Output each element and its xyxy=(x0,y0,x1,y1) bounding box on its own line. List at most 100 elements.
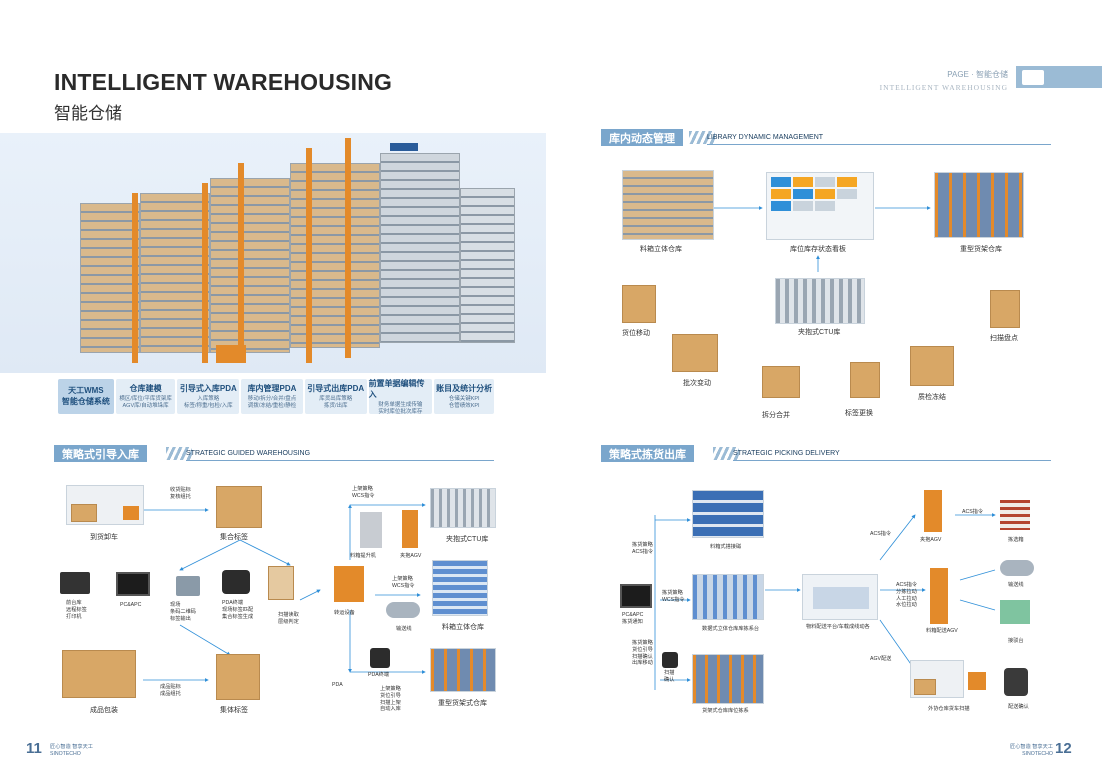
agv2-image xyxy=(930,568,948,624)
label-product: 成品包装 xyxy=(90,707,118,714)
label-relabel: 标签更换 xyxy=(845,410,873,417)
label-batch: 批次变动 xyxy=(683,380,711,387)
worker-scan-image xyxy=(268,566,294,600)
section-inbound-cn: 策略式引导入库 xyxy=(54,445,147,462)
label-pcapc: PC&APC xyxy=(120,602,142,608)
split-image xyxy=(762,366,800,398)
wms-system: 天工WMS 智能仓储系统 xyxy=(58,379,114,414)
label-shelf: 料箱式搭接磁 xyxy=(710,544,742,550)
note-up1: 上架策略 WCS指令 xyxy=(352,486,375,499)
section-library-cn: 库内动态管理 xyxy=(601,129,683,146)
shelf2-image xyxy=(1000,500,1030,530)
wms-module: 引导式出库PDA 库货出库策略 拣货/出库 xyxy=(304,379,367,414)
forklift-icon xyxy=(968,672,986,690)
module-sub: 移动/拆分/合并/盘点 调拨/冻结/重检/静检 xyxy=(247,396,297,409)
shelf-image xyxy=(692,490,764,538)
label-collect: 集合标签 xyxy=(220,534,248,541)
label-pc-notice: PC&APC 拣货通知 xyxy=(622,612,644,625)
note-product: 成品贴标 成品组托 xyxy=(160,684,181,697)
section-inbound-en: STRATEGIC GUIDED WAREHOUSING xyxy=(186,450,311,457)
wms-module: 库内管理PDA 移动/拆分/合并/盘点 调拨/冻结/重检/静检 xyxy=(241,379,303,414)
belt-image xyxy=(1000,560,1034,576)
header-tab xyxy=(1016,66,1102,88)
label-lifter: 料箱提升机 xyxy=(350,553,376,559)
outsource-truck-image xyxy=(910,660,964,698)
wms-module: 账目及统计分析仓储关键KPI 仓管绩效KPI xyxy=(434,379,494,414)
footer-right-text: 匠心智造 智享天工 SINOTECHO xyxy=(1010,744,1053,757)
pc-monitor-icon xyxy=(620,584,652,608)
note-scan: 扫描读取 层级判定 xyxy=(278,612,299,625)
module-sub: 财务单据生成传输 实时库位批次库存 xyxy=(378,401,423,415)
scan-image xyxy=(990,290,1020,328)
module-title: 账目及统计分析 xyxy=(436,384,493,394)
center-platform-image xyxy=(802,574,878,620)
ctu-warehouse-image xyxy=(430,488,496,528)
note-print: 现场 条码二维码 标签输出 xyxy=(170,602,196,622)
collect-pallet-image xyxy=(216,486,262,528)
status-board-image xyxy=(766,172,874,240)
agv-image xyxy=(402,510,418,548)
product-package-image xyxy=(62,650,136,698)
label-rack-warehouse: 料箱立体仓库 xyxy=(640,246,682,253)
note-pda2: 上架策略 货位引导 扫描上架 自动入库 xyxy=(380,686,401,713)
footer-left-text: 匠心智造 智享天工 SINOTECHO xyxy=(50,744,93,757)
page-label-cn: PAGE · 智能仓储 xyxy=(947,70,1008,79)
module-title: 库内管理PDA xyxy=(247,384,297,394)
module-title: 引导式入库PDA xyxy=(179,384,237,394)
section-library-en: LIBRARY DYNAMIC MANAGEMENT xyxy=(707,134,824,141)
label-agv-send: AGV配送 xyxy=(870,656,892,662)
page-number-right: 12 xyxy=(1055,740,1072,757)
label-pda-terminal: PDA终端 xyxy=(368,672,390,678)
scan-device-icon xyxy=(662,652,678,668)
module-sub: 仓储关键KPI 仓管绩效KPI xyxy=(448,396,480,409)
section-picking: 策略式拣货出库 STRATEGIC PICKING DELIVERY xyxy=(601,445,1051,462)
note-up2: 上架策略 WCS指令 xyxy=(392,576,415,589)
label-status-board: 库位库存状态看板 xyxy=(790,246,846,253)
boxes-move-image xyxy=(622,285,656,323)
warehouse-icon xyxy=(1022,70,1044,85)
printer-icon xyxy=(60,572,90,594)
module-sub: 横区/库位/平库货架库 AGV库/自动堆垛库 xyxy=(119,396,172,409)
box-warehouse-image xyxy=(432,560,488,616)
pda-icon xyxy=(222,570,250,594)
rack-warehouse-image xyxy=(622,170,714,240)
label-agv2: 料箱配送AGV xyxy=(926,628,958,634)
module-title: 前置单据编辑传入 xyxy=(368,378,425,399)
label-confirm: 配送确认 xyxy=(1008,704,1029,710)
wms-system-label: 天工WMS 智能仓储系统 xyxy=(61,386,110,406)
note-gather: 收货贴标 复核组托 xyxy=(170,487,191,500)
note-acs3: ACS指令 分拣拉动 人工拉动 水位拉动 xyxy=(896,582,918,609)
lifter-image xyxy=(360,512,382,548)
label-heavy-warehouse: 重型货架仓库 xyxy=(960,246,1002,253)
label-retrieve: 数据式立体仓库库拣系台 xyxy=(702,626,760,632)
page-label: PAGE · 智能仓储 INTELLIGENT WAREHOUSING xyxy=(880,69,1008,92)
heavy-warehouse-image xyxy=(430,648,496,692)
transfer-device-image xyxy=(334,566,364,602)
label-outsource: 外协仓库货车扫描 xyxy=(928,706,970,712)
label-scan-ok: 扫描 确认 xyxy=(664,670,675,683)
page-subtitle: 智能仓储 xyxy=(54,104,122,123)
label-center: 物料配送平台/车载成线动各 xyxy=(806,624,870,630)
section-picking-en: STRATEGIC PICKING DELIVERY xyxy=(733,450,840,457)
truck-image xyxy=(66,485,144,525)
module-title: 引导式出库PDA xyxy=(307,384,365,394)
label-heavy-pick: 货架式仓库库位拣系 xyxy=(702,708,749,714)
note-pda: PDA终端 现场标签匹配 集合标签生成 xyxy=(222,600,254,620)
label-ctu-wh: 夹抱式CTU库 xyxy=(446,536,489,543)
relabel-image xyxy=(850,362,880,398)
retrieve-image xyxy=(692,574,764,620)
freeze-image xyxy=(910,346,954,386)
note-wcs: 拣货策略 WCS指令 xyxy=(662,590,685,603)
pda-terminal-icon xyxy=(370,648,390,668)
label-truck: 到货卸车 xyxy=(90,534,118,541)
bulk-pallet-image xyxy=(216,654,260,700)
page-label-en: INTELLIGENT WAREHOUSING xyxy=(879,83,1008,92)
module-sub: 库货出库策略 拣货/出库 xyxy=(319,396,353,409)
page-title: INTELLIGENT WAREHOUSING xyxy=(54,69,393,95)
label-pda: PDA xyxy=(332,682,343,688)
wms-module: 前置单据编辑传入财务单据生成传输 实时库位批次库存 xyxy=(368,378,433,415)
label-split: 拆分合并 xyxy=(762,412,790,419)
note-pick2: 拣货策略 货位引导 扫描确认 出库移动 xyxy=(632,640,653,667)
note-pick1: 拣货策略 ACS指令 xyxy=(632,542,654,555)
